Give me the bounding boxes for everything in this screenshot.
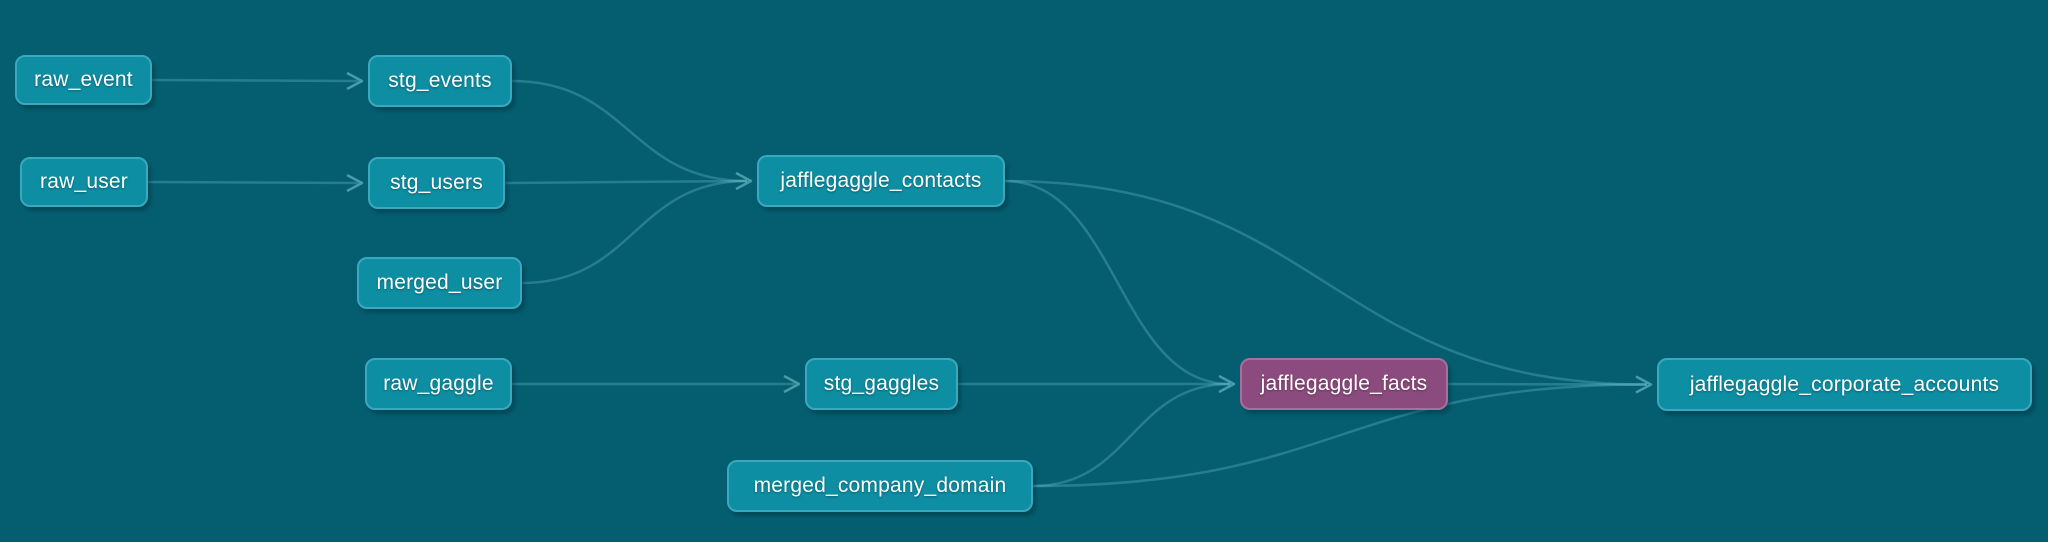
node-label: raw_event — [34, 68, 133, 91]
node-jafflegaggle_contacts[interactable]: jafflegaggle_contacts — [757, 155, 1005, 207]
edge-raw_event-to-stg_events — [151, 78, 359, 83]
arrowhead-into-stg_gaggles — [783, 374, 801, 394]
edge-jafflegaggle_contacts-to-jafflegaggle_facts — [1004, 179, 1231, 386]
node-raw_gaggle[interactable]: raw_gaggle — [365, 358, 512, 410]
node-label: raw_gaggle — [383, 372, 494, 395]
node-jafflegaggle_corporate_accounts[interactable]: jafflegaggle_corporate_accounts — [1657, 358, 2032, 411]
edge-merged_user-to-jafflegaggle_contacts — [521, 179, 748, 285]
node-label: stg_gaggles — [823, 372, 940, 395]
node-jafflegaggle_facts[interactable]: jafflegaggle_facts — [1240, 358, 1448, 410]
node-stg_users[interactable]: stg_users — [368, 157, 505, 209]
arrowhead-into-stg_users — [346, 173, 364, 193]
arrowhead-into-jafflegaggle_facts — [1218, 374, 1236, 394]
node-label: merged_user — [376, 271, 503, 294]
node-label: raw_user — [40, 170, 128, 193]
arrowhead-into-stg_events — [346, 71, 364, 91]
arrowhead-into-jafflegaggle_corporate_accounts — [1635, 375, 1653, 394]
edge-jafflegaggle_contacts-to-jafflegaggle_corporate_accounts — [1004, 179, 1648, 386]
node-raw_user[interactable]: raw_user — [20, 157, 148, 207]
arrowhead-into-jafflegaggle_contacts — [735, 171, 753, 191]
node-label: jafflegaggle_contacts — [780, 169, 982, 192]
node-label: jafflegaggle_facts — [1260, 372, 1428, 395]
edge-stg_users-to-jafflegaggle_contacts — [504, 179, 748, 185]
edge-raw_user-to-stg_users — [147, 180, 359, 185]
edge-merged_company_domain-to-jafflegaggle_facts — [1032, 382, 1231, 488]
node-raw_event[interactable]: raw_event — [15, 55, 152, 105]
node-merged_user[interactable]: merged_user — [357, 257, 522, 309]
edge-merged_company_domain-to-jafflegaggle_corporate_accounts — [1032, 383, 1648, 488]
edge-stg_events-to-jafflegaggle_contacts — [511, 79, 748, 183]
node-label: jafflegaggle_corporate_accounts — [1689, 372, 2000, 396]
node-label: stg_users — [390, 171, 483, 194]
node-label: merged_company_domain — [753, 474, 1007, 497]
node-merged_company_domain[interactable]: merged_company_domain — [727, 460, 1033, 512]
node-stg_gaggles[interactable]: stg_gaggles — [805, 358, 958, 410]
node-label: stg_events — [388, 69, 492, 92]
edge-jafflegaggle_facts-to-jafflegaggle_corporate_accounts — [1447, 382, 1648, 386]
node-stg_events[interactable]: stg_events — [368, 55, 512, 107]
